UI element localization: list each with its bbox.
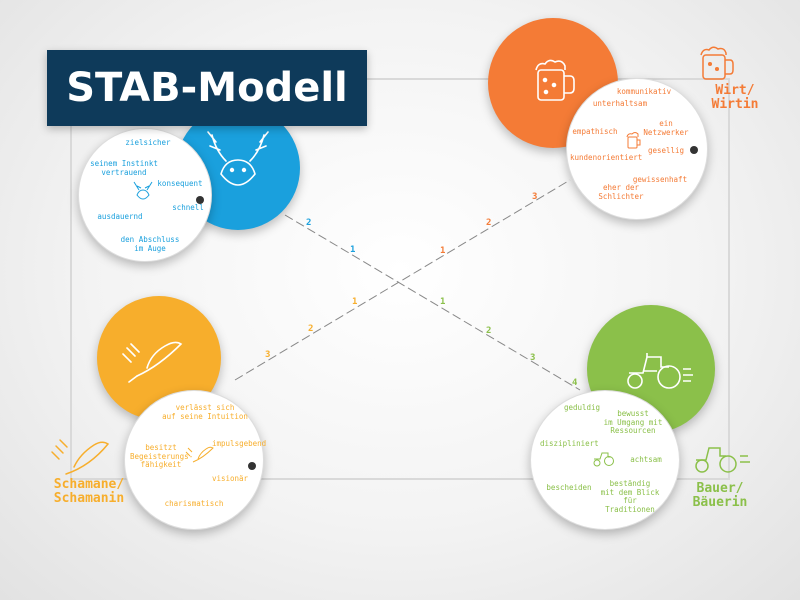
bauer-trait-6: beständig mit dem Blick für Traditionen [600,479,660,514]
num-hb-4: 2 [486,326,492,336]
wirt-trait-1: kommunikativ [616,87,672,96]
wirt-logo-dot [690,146,698,154]
wirt-trait-7: gewissenhaft [632,175,688,184]
tractor-icon [627,353,693,389]
feather-icon [122,341,183,383]
num-hb-6: 4 [572,378,578,388]
wirt-traits-disc [566,78,708,220]
frame-left-line [70,78,72,478]
num-hb-3: 1 [440,297,446,307]
schamane-trait-1: verlässt sich auf seine Intuition [162,403,248,421]
page-title: STAB-Modell [47,50,367,126]
schamane-logo-dot [248,462,256,470]
frame-top-line [70,78,730,80]
wirt-trait-8: eher der Schlichter [598,183,644,201]
num-hb-2: 1 [350,245,356,255]
num-hb-5: 3 [530,353,536,363]
hirsch-trait-6: den Abschluss im Auge [120,235,180,253]
schamane-trait-5: charismatisch [164,499,224,508]
hirsch-trait-1: zielsicher [125,138,171,147]
wirt-trait-4: empathisch [572,127,618,136]
bauer-trait-2: bewusst im Umgang mit Ressourcen [603,409,663,436]
num-sw-1: 3 [265,350,271,360]
bauer-type-name: Bauer/ Bäuerin [692,481,748,511]
num-hb-1: 2 [306,218,312,228]
schamane-trait-4: visionär [211,474,249,483]
num-sw-2: 2 [308,324,314,334]
frame-right-line [728,78,730,478]
wirt-type-name: Wirt/ Wirtin [711,83,759,113]
schamane-trait-2: impulsgebend [212,439,267,448]
wirt-trait-2: unterhaltsam [592,99,648,108]
num-sw-5: 2 [486,218,492,228]
num-sw-6: 3 [532,192,538,202]
connector-schamane-wirt [234,179,571,381]
num-sw-4: 1 [440,246,446,256]
bauer-trait-4: achtsam [630,455,662,464]
hirsch-logo-dot [196,196,204,204]
connector-hirsch-bauer [284,214,581,391]
deer-icon [207,131,269,186]
bauer-trait-1: geduldig [563,403,601,412]
hirsch-trait-4: seinem Instinkt vertrauend [90,159,158,177]
frame-bottom-line [70,478,730,480]
hirsch-trait-2: schnell [172,203,204,212]
schamane-trait-3: besitzt Begeisterungs- fähigkeit [130,443,194,470]
wirt-trait-6: kundenorientiert [570,153,643,162]
beer-mug-icon [535,59,575,101]
num-sw-3: 1 [352,297,358,307]
hirsch-trait-5: ausdauernd [97,212,143,221]
bauer-trait-3: diszipliniert [540,439,599,448]
bauer-trait-5: bescheiden [546,483,592,492]
schamane-type-name: Schamane/ Schamanin [53,477,125,507]
wirt-trait-5: gesellig [647,146,685,155]
wirt-trait-3: ein Netzwerker [643,119,689,137]
hirsch-trait-3: konsequent [157,179,203,188]
